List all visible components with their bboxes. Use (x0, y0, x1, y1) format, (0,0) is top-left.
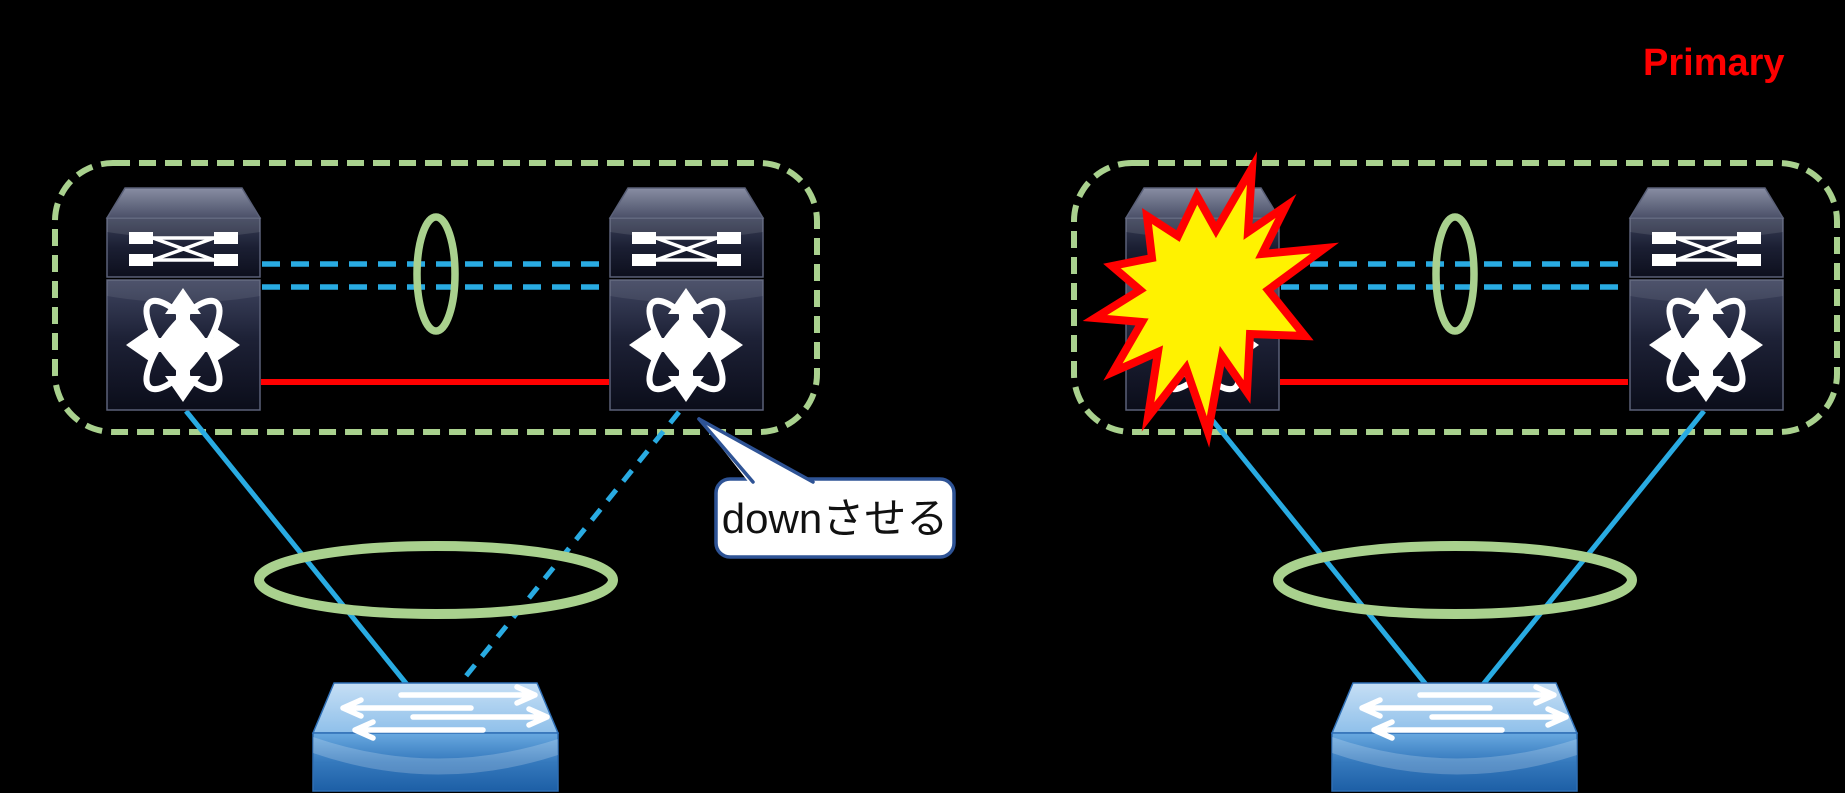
nexus-switch-left (107, 188, 260, 410)
down-callout: downさせる (697, 417, 956, 559)
downlink-left-solid (1203, 409, 1430, 689)
downlink-right-dashed (456, 410, 681, 688)
callout-bubble (714, 477, 956, 559)
vpc-domain-outline (52, 160, 820, 435)
left-topology (52, 160, 820, 791)
peer-link-port-channel-ellipse (413, 213, 459, 335)
downlink-port-channel-ellipse (1273, 541, 1637, 619)
primary-label: Primary (1643, 42, 1785, 84)
callout-text: downさせる (722, 495, 948, 542)
vpc-domain-outline (1071, 160, 1840, 435)
peer-link-port-channel-ellipse (1432, 213, 1478, 335)
downlink-right-solid (1479, 409, 1706, 689)
nexus-switch-right-primary (1630, 188, 1783, 410)
access-switch (313, 683, 558, 791)
nexus-switch-right (610, 188, 763, 410)
right-topology (1071, 151, 1840, 791)
downlink-port-channel-ellipse (254, 541, 618, 619)
downlink-left-solid (184, 409, 411, 689)
access-switch (1332, 683, 1577, 791)
explosion-icon (1082, 151, 1340, 448)
